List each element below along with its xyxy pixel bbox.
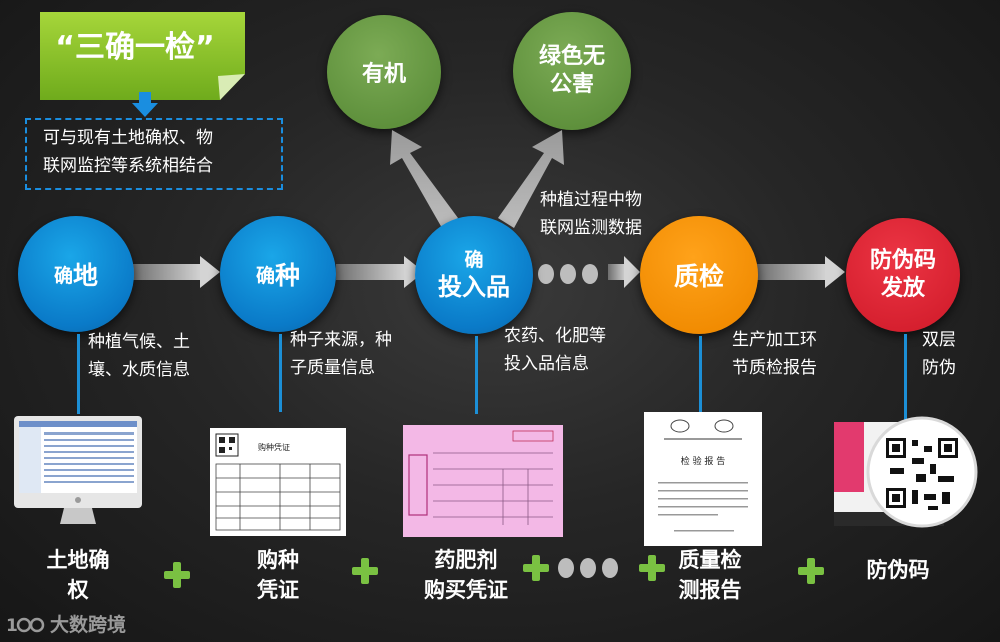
green-label-line-2: 公害 <box>549 72 594 97</box>
fertilizer-voucher-label: 药肥剂 购买凭证 <box>410 545 522 605</box>
anti-node-line-2: 发放 <box>880 276 925 301</box>
computer-monitor-icon <box>14 416 142 524</box>
land-title-line-1: 土地确 <box>46 548 110 572</box>
confirm-land-node: 确地 <box>18 216 134 332</box>
down-arrow-icon <box>132 92 158 117</box>
seed-voucher-line-1: 购种 <box>257 548 299 572</box>
land-node-big: 地 <box>73 261 99 290</box>
watermark-logo-icon: 1 <box>6 616 45 636</box>
quality-report-document: 检 验 报 告 <box>644 412 762 546</box>
quality-report-line-1: 质量检 <box>678 548 742 572</box>
arrow-to-green-icon <box>498 130 564 228</box>
land-desc-line-1: 种植气候、土 <box>88 332 190 352</box>
green-label-line-1: 绿色无 <box>538 44 605 69</box>
report-graphic <box>658 419 748 532</box>
connector-line <box>475 336 478 414</box>
banner-shape <box>40 12 245 100</box>
quality-report-line-2: 测报告 <box>678 578 742 602</box>
arrow-to-organic-icon <box>390 130 458 228</box>
input-node-line-1: 确 <box>464 249 484 271</box>
watermark-text: 大数跨境 <box>50 614 127 636</box>
banner-title: “三确一检” <box>55 30 215 65</box>
iot-desc-line-1: 种植过程中物 <box>540 190 642 210</box>
connector-line <box>279 334 282 412</box>
fertilizer-invoice-document <box>403 425 563 537</box>
qr-code-icon <box>215 433 239 457</box>
integration-note: 可与现有土地确权、物 联网监控等系统相结合 <box>25 118 283 190</box>
title-banner: “三确一检” <box>40 12 245 100</box>
ellipsis-dot <box>602 558 618 578</box>
land-desc: 种植气候、土 壤、水质信息 <box>88 328 190 384</box>
quality-node-label: 质检 <box>673 262 724 291</box>
anti-node-line-1: 防伪码 <box>869 248 936 273</box>
branch-arrows <box>390 130 564 228</box>
confirm-input-node: 确 投入品 <box>415 216 533 334</box>
arrow-quality-to-anti-icon <box>757 256 845 288</box>
plus-icon <box>162 560 192 590</box>
confirm-seed-node: 确种 <box>220 216 336 332</box>
quality-inspection-node: 质检 <box>640 216 758 334</box>
quality-desc-line-1: 生产加工环 <box>732 330 817 350</box>
fertilizer-voucher-line-1: 药肥剂 <box>434 548 498 572</box>
anti-desc-line-2: 防伪 <box>922 358 956 378</box>
anti-counterfeit-qr-icon <box>834 416 978 528</box>
plus-icon <box>637 553 667 583</box>
green-pollution-free-node: 绿色无 公害 <box>513 12 631 130</box>
quality-report-label: 质量检 测报告 <box>660 545 760 605</box>
plus-icon <box>350 556 380 586</box>
connector-line <box>77 334 80 414</box>
quality-report-title: 检 验 报 告 <box>680 457 726 467</box>
iot-monitoring-desc: 种植过程中物 联网监测数据 <box>540 186 642 242</box>
note-line-2: 联网监控等系统相结合 <box>43 156 213 176</box>
seed-desc-line-2: 子质量信息 <box>290 358 375 378</box>
ellipsis-dot <box>560 264 576 284</box>
iot-desc-line-2: 联网监测数据 <box>540 218 642 238</box>
seed-node-big: 种 <box>275 261 301 290</box>
ellipsis-dot <box>580 558 596 578</box>
note-line-1: 可与现有土地确权、物 <box>43 128 213 148</box>
svg-text:1: 1 <box>6 616 18 636</box>
seed-voucher-label: 购种 凭证 <box>230 545 326 605</box>
arrow-seed-to-input-icon <box>336 256 424 288</box>
anti-desc-line-1: 双层 <box>922 330 956 350</box>
voucher-table-graphic <box>215 433 341 531</box>
anti-counterfeit-line-1: 防伪码 <box>866 558 930 582</box>
organic-node: 有机 <box>327 15 441 129</box>
seed-voucher-title: 购种凭证 <box>258 443 290 452</box>
fertilizer-voucher-line-2: 购买凭证 <box>424 578 508 602</box>
input-desc-line-1: 农药、化肥等 <box>504 326 606 346</box>
land-desc-line-2: 壤、水质信息 <box>88 360 190 380</box>
ellipsis-dot <box>582 264 598 284</box>
quality-desc-line-2: 节质检报告 <box>732 358 817 378</box>
arrow-land-to-seed-icon <box>132 256 220 288</box>
plus-icon <box>796 556 826 586</box>
plus-icon <box>521 553 551 583</box>
watermark: 1 大数跨境 <box>6 610 126 637</box>
seed-desc-line-1: 种子来源，种 <box>290 330 392 350</box>
ellipsis-dot <box>558 558 574 578</box>
land-title-label: 土地确 权 <box>30 545 126 605</box>
input-desc: 农药、化肥等 投入品信息 <box>504 322 606 378</box>
land-title-line-2: 权 <box>67 578 89 602</box>
seed-node-small: 确 <box>255 264 275 287</box>
anti-counterfeit-label: 防伪码 <box>848 555 948 585</box>
land-node-small: 确 <box>53 264 73 287</box>
connector-line <box>699 336 702 414</box>
input-node-line-2: 投入品 <box>438 273 510 301</box>
quality-desc: 生产加工环 节质检报告 <box>732 326 817 382</box>
organic-label: 有机 <box>361 62 406 87</box>
input-desc-line-2: 投入品信息 <box>504 354 589 374</box>
ellipsis-dot <box>538 264 554 284</box>
seed-voucher-line-2: 凭证 <box>257 578 299 602</box>
arrow-dots-to-quality-icon <box>608 256 640 288</box>
certification-logo-icon <box>670 419 734 433</box>
seed-desc: 种子来源，种 子质量信息 <box>290 326 392 382</box>
anti-desc: 双层 防伪 <box>922 326 956 382</box>
connector-line <box>904 334 907 420</box>
flow-arrows <box>132 256 845 288</box>
anti-counterfeit-node: 防伪码 发放 <box>846 218 960 332</box>
seed-voucher-document: 购种凭证 <box>210 428 346 536</box>
